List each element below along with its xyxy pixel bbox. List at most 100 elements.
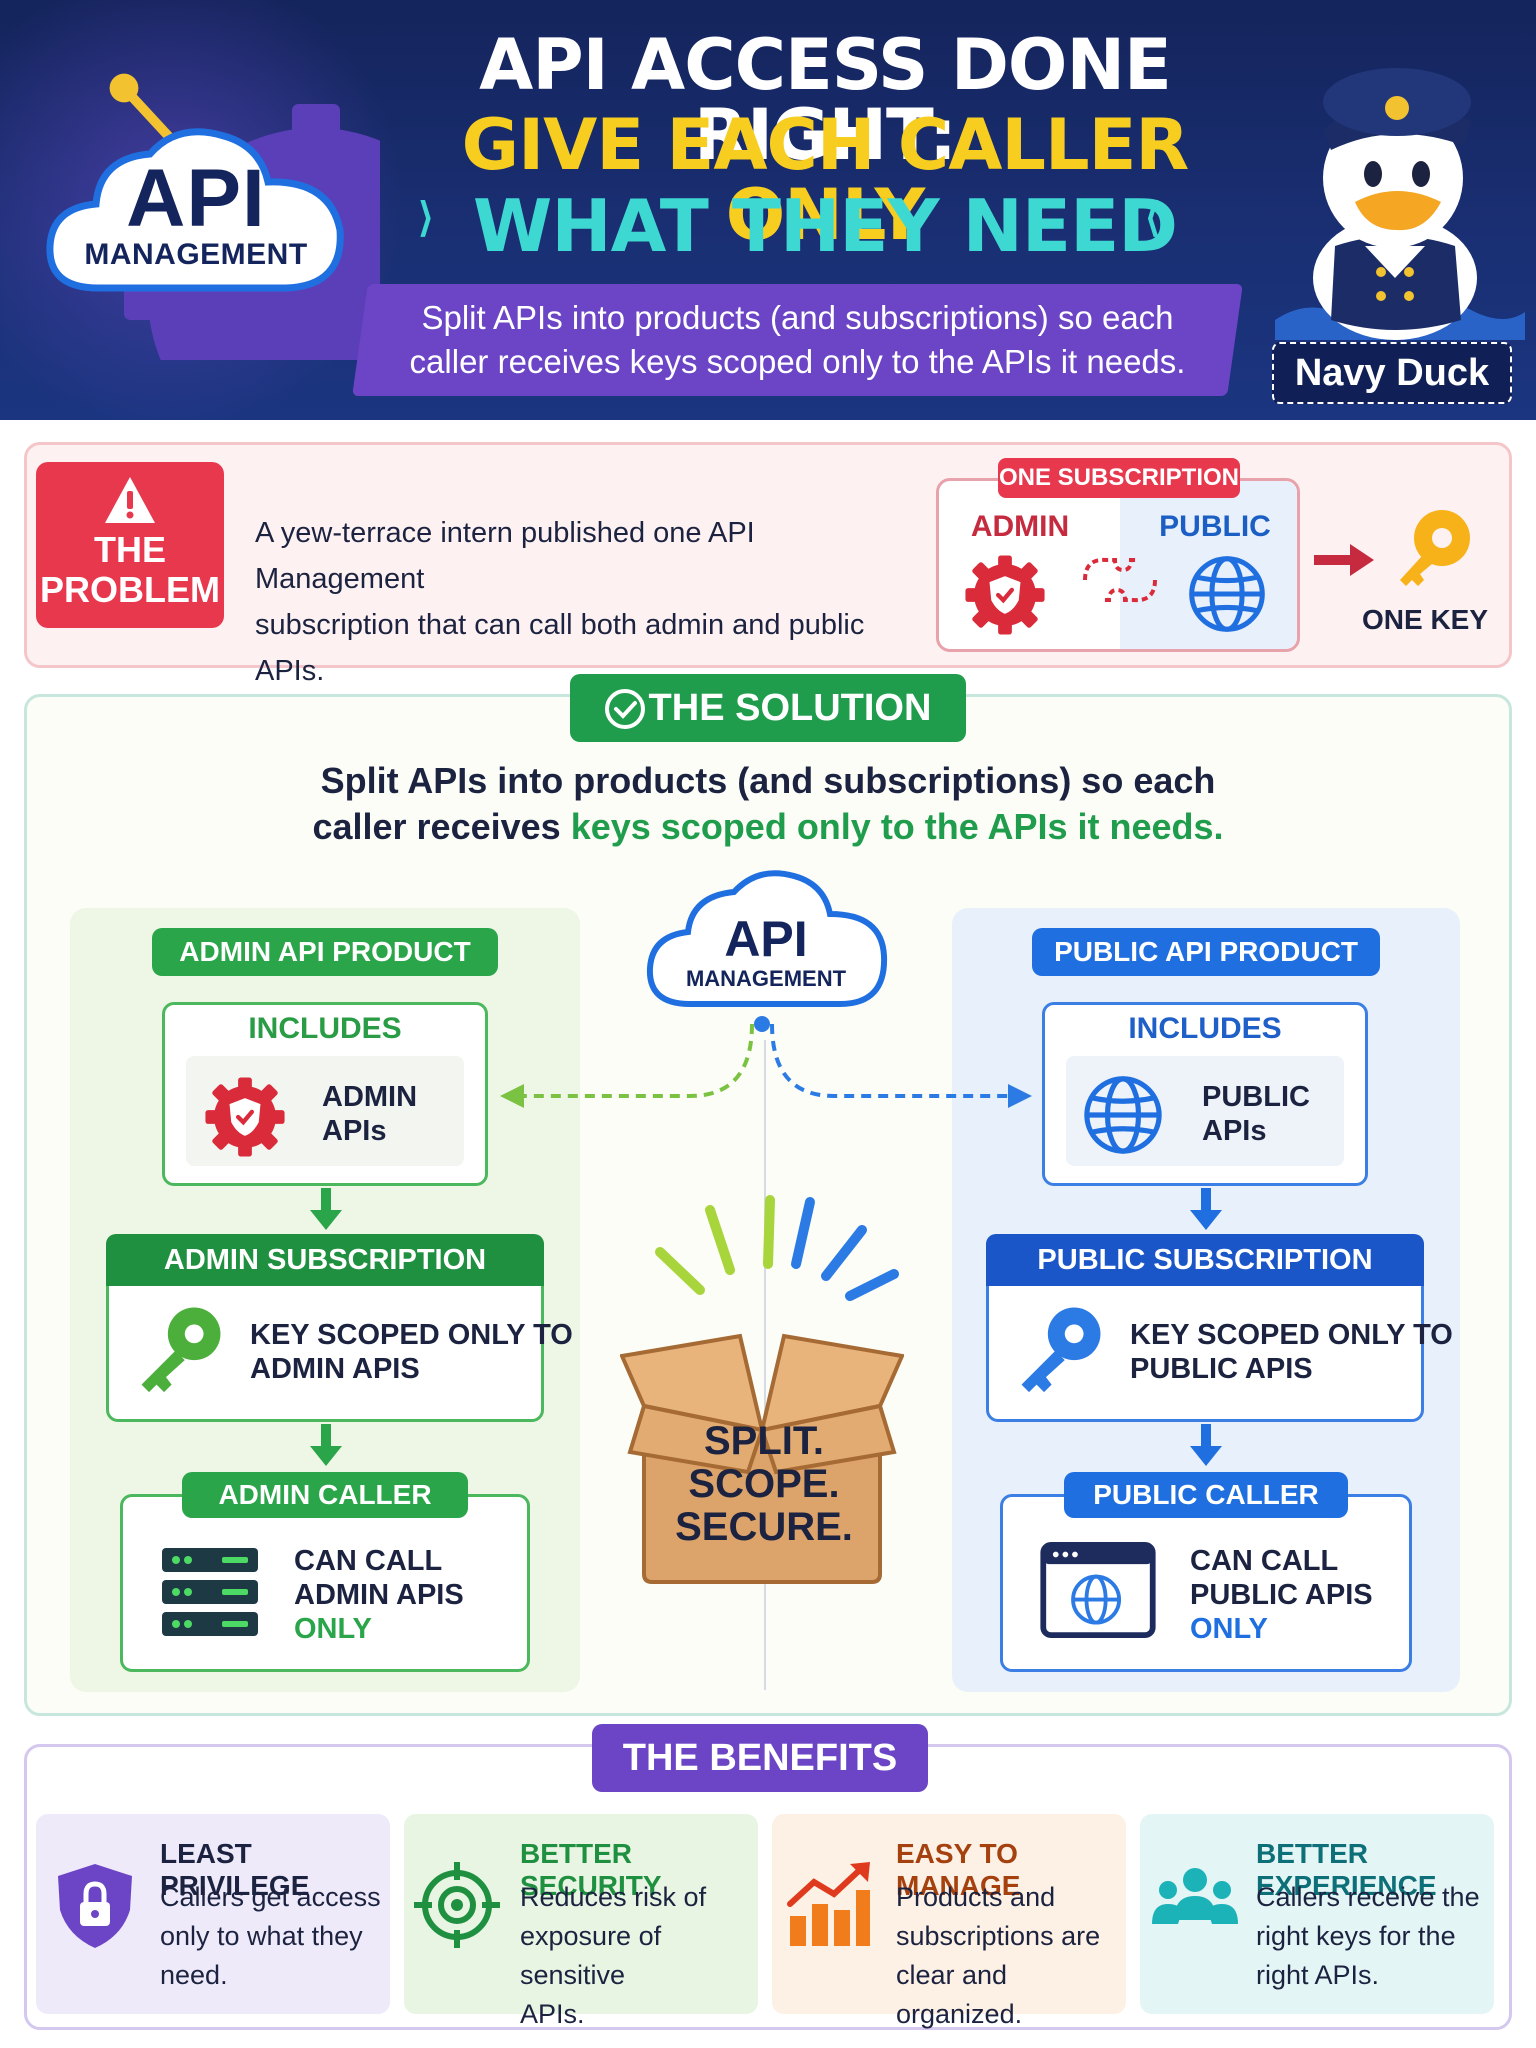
admin-caller-text: CAN CALL ADMIN APIS ONLY — [294, 1544, 464, 1646]
solution-text-line-1: Split APIs into products (and subscripti… — [320, 760, 1216, 801]
lock-shield-icon — [58, 1864, 132, 1948]
benefit-easy-to-manage: EASY TO MANAGE Products and subscription… — [772, 1814, 1126, 2029]
solution-badge — [570, 674, 966, 742]
benefit-text: Reduces risk of exposure of sensitive AP… — [520, 1878, 758, 2034]
box-line-3: SECURE. — [675, 1505, 853, 1549]
benefit-text-line: need. — [160, 1960, 228, 1990]
subtitle-line-2: caller receives keys scoped only to the … — [409, 343, 1186, 380]
admin-apis-line-1: ADMIN — [322, 1081, 418, 1113]
open-box-icon — [620, 1333, 904, 1584]
public-key-text: KEY SCOPED ONLY TO PUBLIC APIS — [1130, 1318, 1453, 1386]
problem-admin-label: ADMIN — [970, 510, 1070, 543]
center-divider — [764, 1040, 766, 1690]
header-banner: API MANAGEMENT API ACCESS DONE RIGHT: GI… — [0, 0, 1536, 420]
benefit-text-line: APIs. — [520, 1999, 585, 2029]
split-scope-secure-text: SPLIT. SCOPE. SECURE. — [646, 1420, 882, 1549]
box-line-1: SPLIT. — [703, 1419, 825, 1463]
benefit-text-line: right keys for the — [1256, 1921, 1456, 1951]
admin-key-line-2: ADMIN APIS — [250, 1353, 420, 1385]
benefit-text-line: right APIs. — [1256, 1960, 1380, 1990]
public-includes-title: INCLUDES — [1128, 1012, 1282, 1045]
benefit-better-security: BETTER SECURITY Reduces risk of exposure… — [404, 1814, 758, 2029]
public-apis-line-2: APIs — [1202, 1115, 1267, 1147]
admin-caller-label: ADMIN CALLER — [182, 1472, 468, 1518]
solution-text-highlight: keys scoped only to the APIs it needs. — [570, 806, 1224, 847]
benefit-text: Callers receive the right keys for the r… — [1256, 1878, 1480, 1995]
arrow-down-icon — [1190, 1424, 1222, 1466]
public-apis-line-1: PUBLIC — [1202, 1081, 1310, 1113]
public-key-line-2: PUBLIC APIS — [1130, 1353, 1313, 1385]
burst-rays-icon — [655, 1195, 899, 1301]
target-icon — [414, 1862, 500, 1948]
public-caller-label: PUBLIC CALLER — [1064, 1472, 1348, 1518]
admin-key-line-1: KEY SCOPED ONLY TO — [250, 1319, 573, 1351]
problem-text-line-2: subscription that can call both admin an… — [255, 609, 865, 687]
admin-key-text: KEY SCOPED ONLY TO ADMIN APIS — [250, 1318, 573, 1386]
public-caller-line-2: PUBLIC APIS — [1190, 1579, 1373, 1611]
growth-chart-icon — [787, 1862, 870, 1946]
benefit-better-experience: BETTER EXPERIENCE Callers receive the ri… — [1140, 1814, 1494, 2014]
title-line-3: WHAT THEY NEED — [472, 184, 1178, 268]
benefit-title: BETTER SECURITY — [520, 1838, 662, 1901]
benefit-text: Callers get access only to what they nee… — [160, 1878, 381, 1995]
benefit-title: BETTER EXPERIENCE — [1256, 1838, 1437, 1901]
connector-lines — [500, 1016, 1032, 1108]
problem-description: A yew-terrace intern published one API M… — [255, 510, 915, 694]
benefit-title: LEAST PRIVILEGE — [160, 1838, 310, 1901]
problem-public-label: PUBLIC — [1159, 510, 1271, 543]
one-key-label: ONE KEY — [1361, 604, 1489, 635]
public-caller-line-1: CAN CALL — [1190, 1545, 1339, 1577]
check-circle-icon — [605, 689, 645, 729]
arrow-down-icon — [310, 1424, 342, 1466]
public-apis-text: PUBLIC APIs — [1202, 1080, 1310, 1148]
puzzle-link-icon — [1083, 557, 1157, 603]
benefit-text-line: clear and organized. — [896, 1960, 1023, 2029]
solution-text-line-2: caller receives keys scoped only to the … — [200, 804, 1336, 850]
admin-apis-line-2: APIs — [322, 1115, 387, 1147]
admin-includes-title: INCLUDES — [248, 1012, 402, 1045]
benefit-text-line: Products and — [896, 1882, 1056, 1912]
benefit-text-line: subscriptions are — [896, 1921, 1101, 1951]
arrow-down-icon — [310, 1188, 342, 1230]
admin-caller-line-2: ADMIN APIS — [294, 1579, 464, 1611]
problem-badge-line-2: PROBLEM — [40, 569, 220, 610]
center-management-text: MANAGEMENT — [685, 966, 847, 991]
logo-management-text: MANAGEMENT — [84, 238, 308, 271]
warning-icon — [105, 477, 155, 523]
globe-icon — [1189, 556, 1265, 632]
duck-mascot-icon — [1275, 68, 1525, 340]
public-caller-line-3: ONLY — [1190, 1613, 1268, 1645]
solution-description: Split APIs into products (and subscripti… — [200, 758, 1336, 850]
users-group-icon — [1152, 1868, 1238, 1924]
admin-api-product-label: ADMIN API PRODUCT — [152, 928, 498, 976]
globe-icon — [1084, 1076, 1162, 1154]
title-line-1: API ACCESS DONE RIGHT: — [479, 24, 1172, 176]
benefit-text-line: exposure of sensitive — [520, 1921, 662, 1990]
benefits-badge: THE BENEFITS — [592, 1724, 928, 1792]
spark-left-icon: ⟩ — [418, 196, 434, 240]
solution-badge-text: THE SOLUTION — [648, 687, 932, 729]
admin-apis-text: ADMIN APIs — [322, 1080, 417, 1148]
center-api-text: API — [724, 911, 808, 967]
key-icon — [141, 1307, 221, 1393]
arrow-right-icon — [1314, 544, 1374, 576]
logo-api-text: API — [126, 153, 266, 244]
api-management-cloud-icon — [646, 870, 888, 1007]
solution-text-plain: caller receives — [312, 806, 571, 847]
benefit-least-privilege: LEAST PRIVILEGE Callers get access only … — [36, 1814, 390, 2014]
header-subtitle: Split APIs into products (and subscripti… — [360, 296, 1235, 384]
admin-shield-gear-icon — [205, 1077, 285, 1157]
benefit-text-line: Reduces risk of — [520, 1882, 707, 1912]
title-line-2: GIVE EACH CALLER ONLY — [461, 104, 1190, 256]
browser-globe-icon — [1040, 1542, 1156, 1638]
mascot-name-tag: Navy Duck — [1272, 342, 1512, 404]
key-icon — [1021, 1307, 1101, 1393]
public-key-line-1: KEY SCOPED ONLY TO — [1130, 1319, 1453, 1351]
cloud-icon — [46, 128, 344, 292]
benefit-text-line: Callers get access — [160, 1882, 381, 1912]
benefit-title: EASY TO MANAGE — [896, 1838, 1021, 1901]
public-caller-text: CAN CALL PUBLIC APIS ONLY — [1190, 1544, 1373, 1646]
admin-caller-line-3: ONLY — [294, 1613, 372, 1645]
admin-caller-line-1: CAN CALL — [294, 1545, 443, 1577]
benefit-text-line: Callers receive the — [1256, 1882, 1480, 1912]
